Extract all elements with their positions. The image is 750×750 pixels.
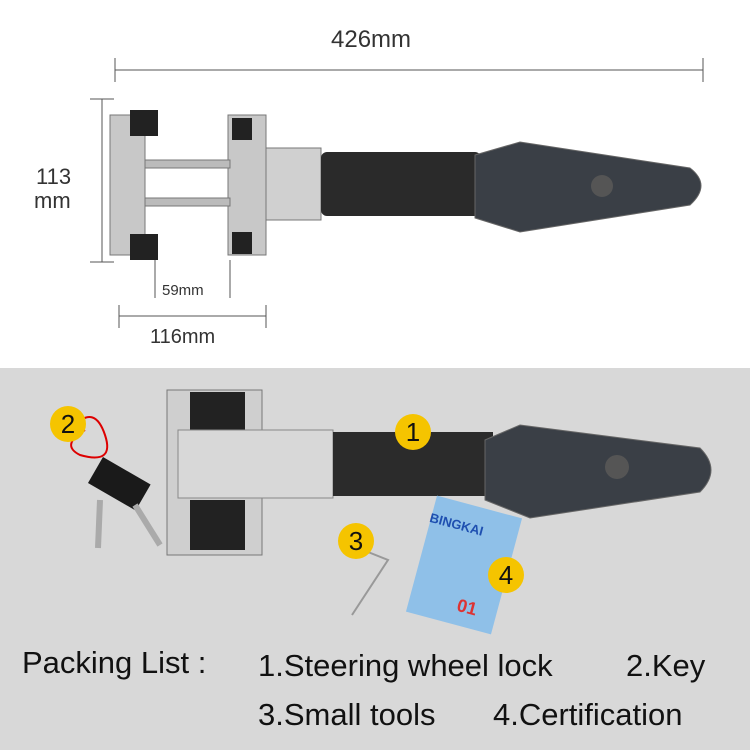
badge-2: 2 [50, 406, 86, 442]
badge-4: 4 [488, 557, 524, 593]
steering-lock-top-view [109, 110, 702, 260]
packing-item-3: 3.Small tools [258, 697, 436, 732]
badge-1: 1 [395, 414, 431, 450]
badge-3: 3 [338, 523, 374, 559]
packing-item-1: 1.Steering wheel lock [258, 648, 553, 683]
height-label-unit: mm [34, 188, 71, 213]
dimension-lines [90, 58, 704, 328]
length-label: 426mm [331, 26, 412, 53]
base-width-label: 116mm [150, 326, 216, 348]
packing-item-4: 4.Certification [493, 697, 683, 732]
jaw-gap-label: 59mm [162, 282, 204, 299]
certificate-card [405, 495, 523, 635]
packing-panel [0, 368, 750, 750]
packing-item-2: 2.Key [626, 648, 706, 683]
packing-list-label: Packing List : [22, 645, 207, 680]
steering-lock-photo [70, 389, 712, 635]
height-label-value: 113 [36, 164, 72, 189]
